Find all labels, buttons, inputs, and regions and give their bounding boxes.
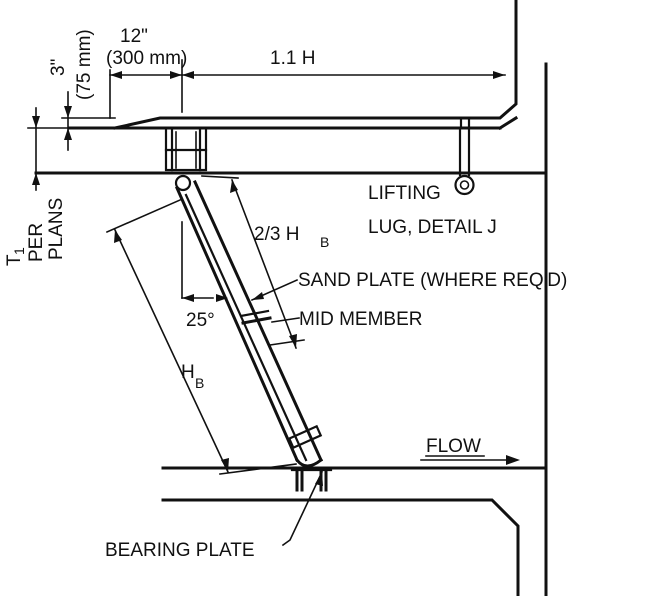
- bottom-slab-outline: [161, 466, 548, 596]
- dim-300mm-label: (300 mm): [106, 48, 187, 69]
- two-thirds-hb-subscript: B: [320, 234, 329, 250]
- top-hinge-assembly: [164, 126, 208, 192]
- hb-label: H: [181, 362, 195, 383]
- bearing-plate-bolts: [290, 468, 333, 492]
- dimension-3in: 3" (75 mm): [48, 29, 116, 151]
- plans-label: PLANS: [46, 198, 67, 260]
- dimension-t1: T 1 PER PLANS: [4, 107, 71, 266]
- lifting-label-line2: LUG, DETAIL J: [368, 217, 497, 238]
- mid-member-label: MID MEMBER: [299, 309, 423, 330]
- mid-member-leader: MID MEMBER: [271, 309, 423, 330]
- t1-subscript: 1: [11, 247, 27, 255]
- lifting-lug: [454, 116, 475, 196]
- dim-1-1h-label: 1.1 H: [270, 48, 315, 69]
- dimension-12in: 12" (300 mm): [106, 26, 187, 119]
- two-thirds-hb-label: 2/3 H: [254, 224, 299, 245]
- dimension-two-thirds-hb: 2/3 H B: [201, 175, 329, 350]
- bearing-plate-label: BEARING PLATE: [105, 540, 255, 561]
- lifting-lug-label-group: LIFTING LUG, DETAIL J: [368, 183, 497, 238]
- mid-member-marker: [239, 309, 272, 325]
- per-label: PER: [26, 223, 47, 262]
- bearing-plate-leader: BEARING PLATE: [105, 470, 324, 561]
- sand-plate-leader: SAND PLATE (WHERE REQ'D): [250, 270, 567, 302]
- dim-12in-label: 12": [120, 26, 148, 47]
- angle-25-indicator: 25°: [181, 221, 228, 331]
- flow-label: FLOW: [426, 436, 481, 457]
- dimension-1-1h: 1.1 H: [181, 48, 506, 79]
- sand-plate-label: SAND PLATE (WHERE REQ'D): [298, 270, 567, 291]
- flow-arrow: FLOW: [420, 436, 520, 465]
- hb-subscript: B: [195, 375, 204, 391]
- angle-label: 25°: [186, 310, 215, 331]
- lifting-label-line1: LIFTING: [368, 183, 441, 204]
- dim-75mm-label: (75 mm): [74, 29, 95, 100]
- dim-3in-label: 3": [48, 59, 69, 76]
- dimension-hb: H B: [105, 198, 297, 475]
- t1-label: T: [4, 254, 25, 266]
